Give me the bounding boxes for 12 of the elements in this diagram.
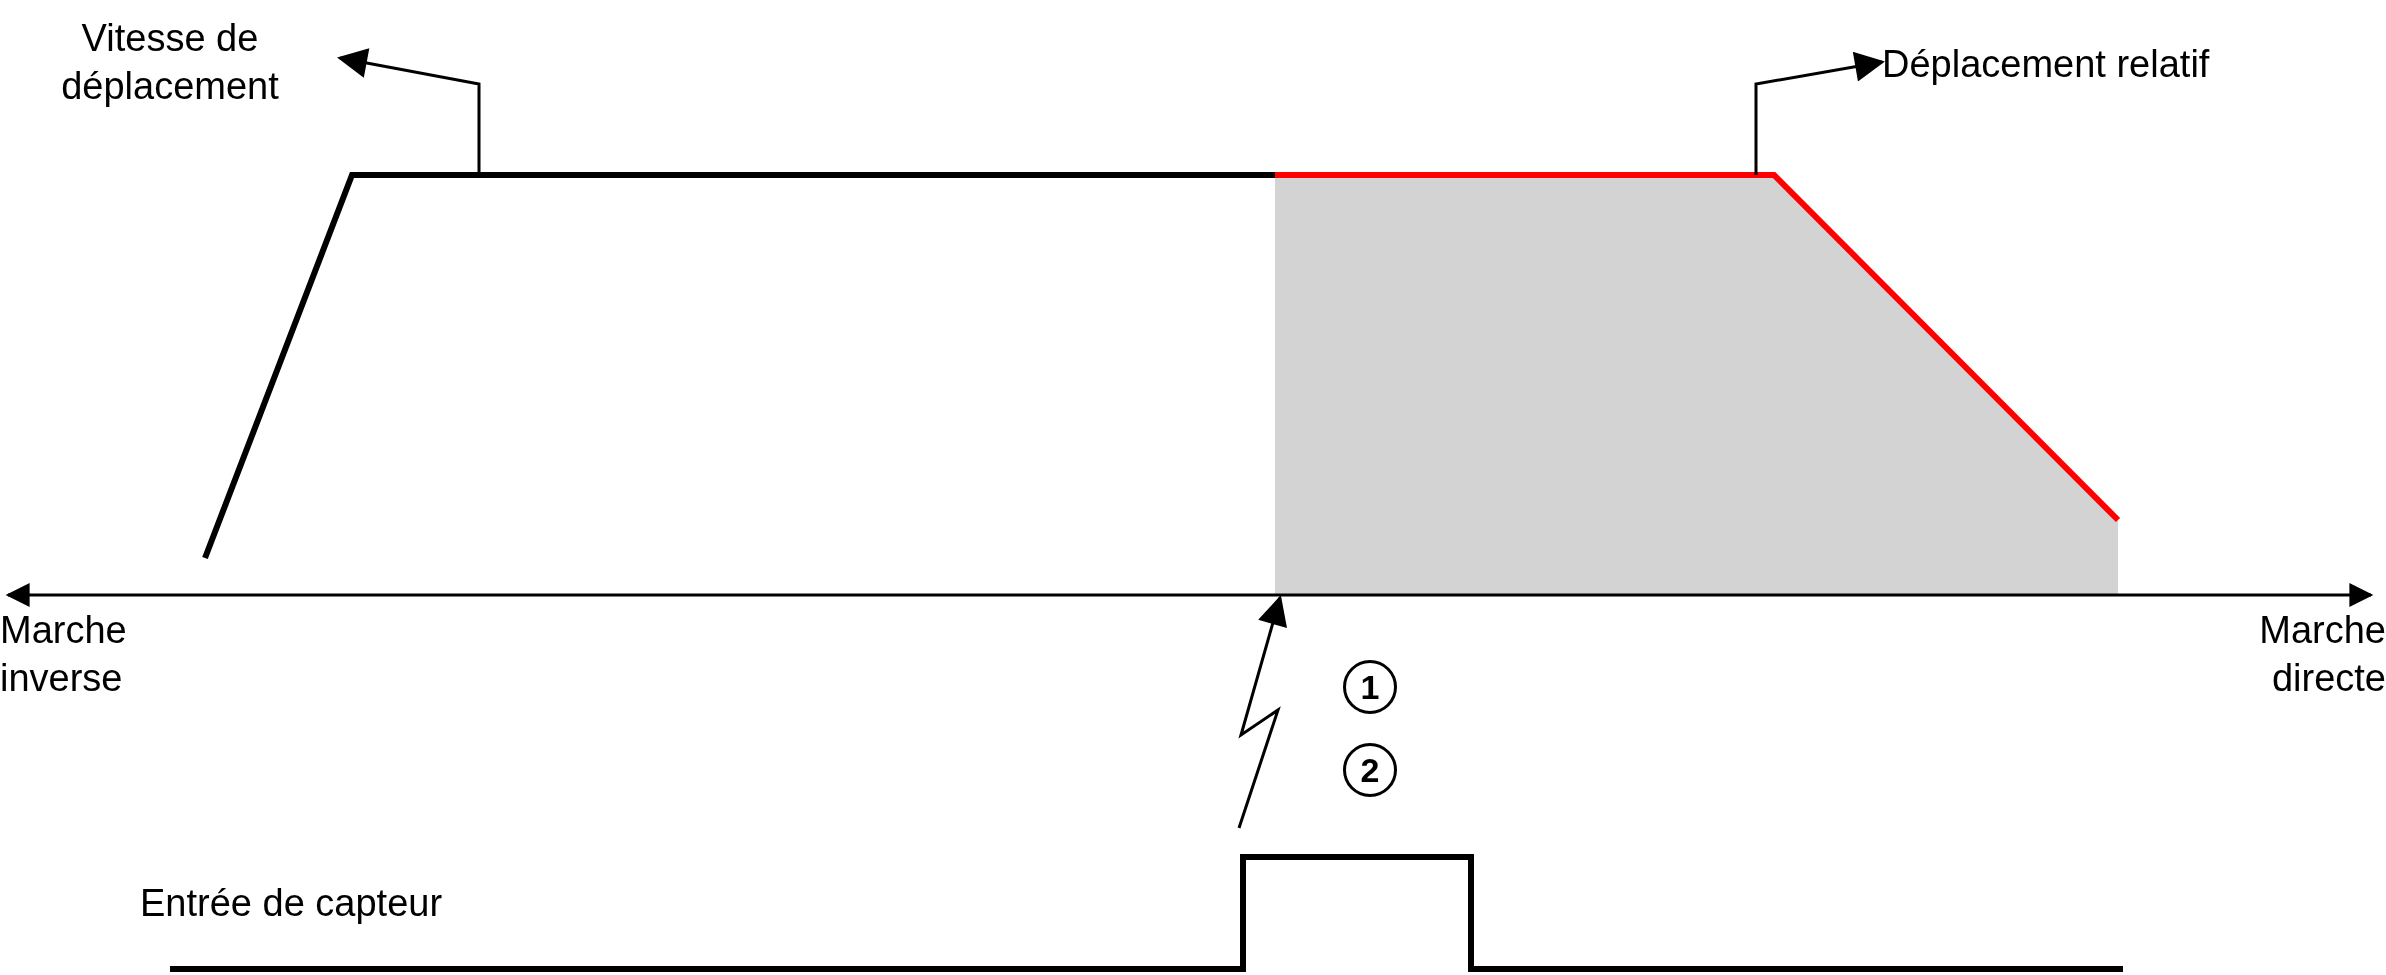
callout-label: Vitesse de déplacement bbox=[0, 14, 340, 110]
speed-profile-line bbox=[202, 172, 1275, 560]
callout-number: 2 bbox=[1343, 743, 1397, 797]
axis-label: Marche directe bbox=[2258, 608, 2386, 701]
signal-label: Entrée de capteur bbox=[140, 881, 444, 926]
leader-arrow bbox=[1237, 595, 1288, 829]
axis-label: Marche inverse bbox=[0, 608, 128, 701]
shaded-area bbox=[1275, 175, 2118, 595]
leader-arrow bbox=[337, 48, 481, 175]
leader-arrow bbox=[1754, 51, 1885, 175]
callout-label: Déplacement relatif bbox=[1882, 40, 2302, 88]
callout-number: 1 bbox=[1343, 660, 1397, 714]
